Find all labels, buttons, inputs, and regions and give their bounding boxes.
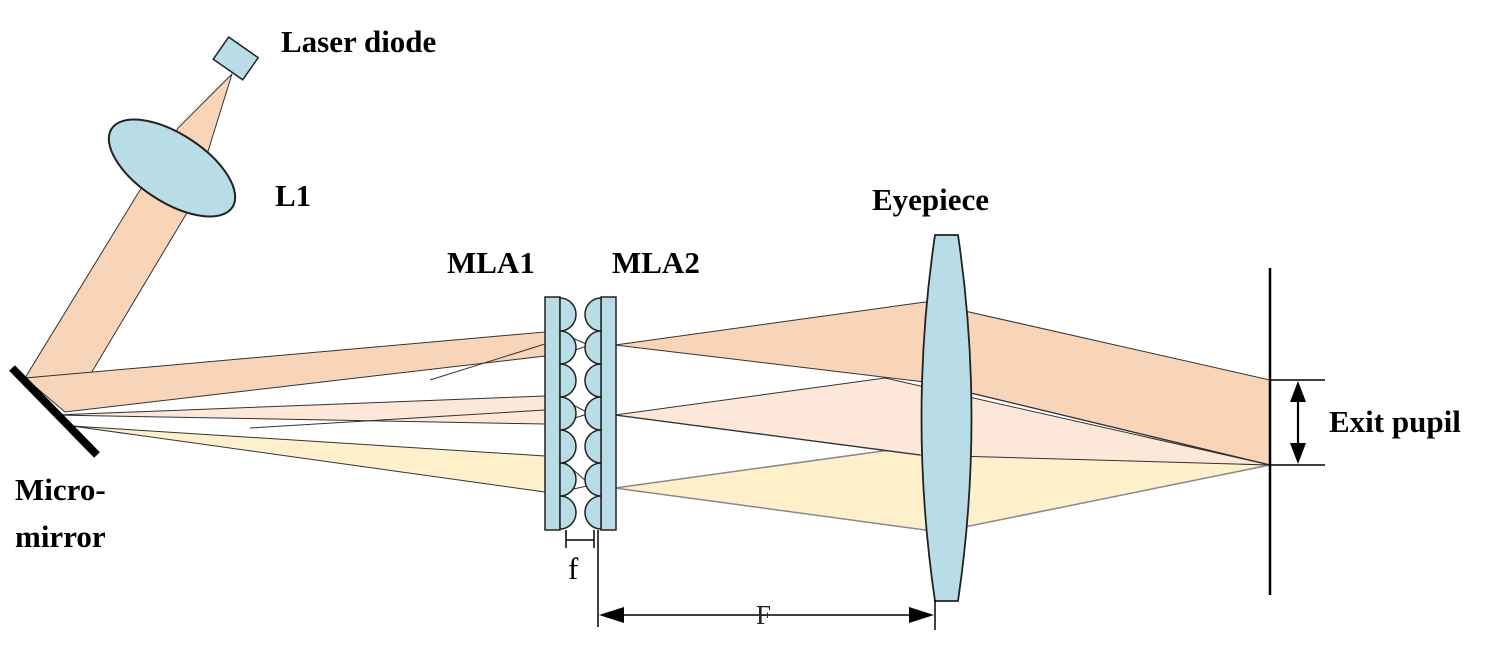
- label-l1: L1: [275, 178, 311, 213]
- label-focal-f: f: [568, 551, 579, 586]
- label-mla2: MLA2: [612, 245, 700, 280]
- ray-line: [614, 414, 921, 456]
- arrow-up: [1290, 381, 1306, 402]
- lens-l1: [107, 118, 237, 218]
- mla1: [544, 296, 577, 531]
- dimension-F: [597, 530, 936, 630]
- arrow-right: [909, 607, 934, 623]
- ray-line: [249, 409, 546, 429]
- beams: [23, 73, 1271, 533]
- laser-diode: [212, 35, 260, 81]
- label-mla1: MLA1: [447, 245, 535, 280]
- micromirror: [9, 365, 100, 458]
- dimension-f: [565, 530, 595, 548]
- exit-pupil-plane: [1268, 268, 1325, 595]
- beam-yellow-mla: [71, 425, 546, 493]
- label-micromirror-line1: Micro-: [15, 472, 106, 507]
- eyepiece-lens: [920, 234, 973, 602]
- label-laser-diode: Laser diode: [281, 24, 436, 59]
- ray-line: [924, 381, 1271, 466]
- label-exit-pupil: Exit pupil: [1329, 404, 1461, 439]
- label-focal-F: F: [756, 600, 771, 630]
- arrow-left: [599, 607, 624, 623]
- mla2: [584, 296, 617, 531]
- arrow-down: [1290, 443, 1306, 464]
- label-eyepiece: Eyepiece: [872, 182, 989, 217]
- ray-line: [429, 343, 546, 381]
- label-micromirror-line2: mirror: [15, 519, 106, 554]
